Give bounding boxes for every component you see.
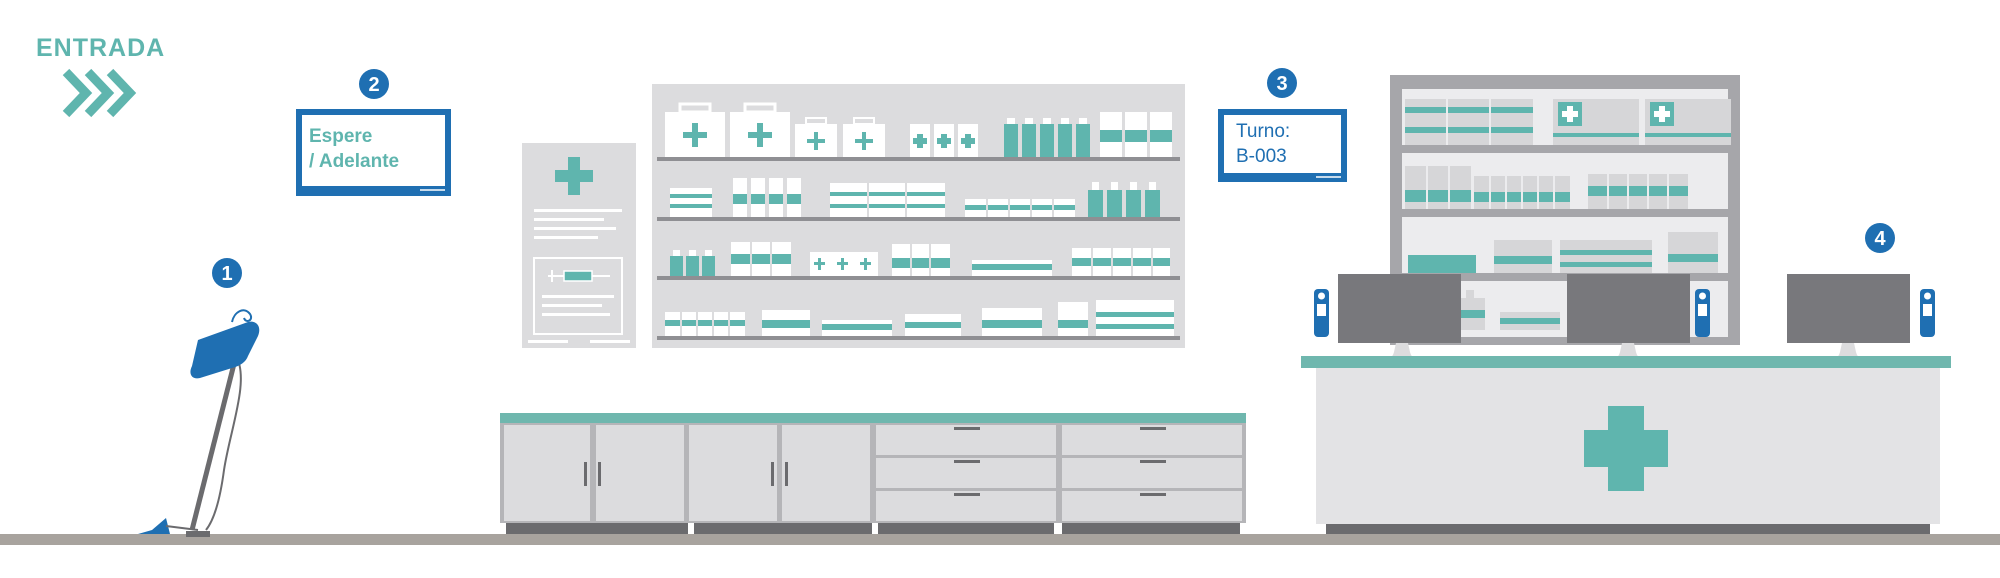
products-row3 — [670, 242, 1170, 276]
badge-4: 4 — [1865, 223, 1895, 253]
badge-3-label: 3 — [1276, 73, 1287, 95]
bottles-row1 — [1004, 118, 1090, 157]
boxes-row1 — [910, 124, 978, 157]
card-reader-right — [1920, 289, 1935, 337]
syringe-icon — [548, 270, 610, 282]
products-row2 — [670, 178, 1160, 217]
central-shelving — [652, 84, 1185, 348]
badge-4-label: 4 — [1874, 228, 1886, 250]
first-aid-kits — [665, 102, 885, 157]
turn-sign: Turno: B-003 — [1218, 109, 1347, 182]
monitor-right — [1787, 274, 1910, 364]
badge-2-label: 2 — [368, 74, 379, 96]
products-row4 — [665, 300, 1174, 336]
wait-sign-line1: Espere — [309, 126, 372, 147]
pharmacy-cross-icon — [1584, 406, 1668, 491]
info-poster — [522, 143, 636, 348]
monitor-middle — [1567, 274, 1690, 364]
low-cabinets — [500, 413, 1246, 534]
wait-sign-line2: / Adelante — [309, 151, 399, 172]
tall-boxes-row1 — [1100, 112, 1172, 157]
entrance-label: ENTRADA — [36, 34, 165, 62]
badge-2: 2 — [359, 69, 389, 99]
monitor-left — [1338, 274, 1461, 364]
entrance-marker: ENTRADA — [36, 34, 165, 118]
badge-1: 1 — [212, 258, 242, 288]
card-reader-middle — [1695, 289, 1710, 337]
card-reader-left — [1314, 289, 1329, 337]
ticket-kiosk — [138, 309, 260, 537]
service-counter — [1301, 356, 1951, 534]
triple-chevron-right-icon — [62, 68, 137, 118]
turn-sign-line2: B-003 — [1236, 146, 1287, 167]
badge-3: 3 — [1267, 68, 1297, 98]
wait-sign: Espere / Adelante — [296, 109, 451, 196]
floor-line — [0, 534, 2000, 545]
turn-sign-line1: Turno: — [1236, 121, 1290, 142]
badge-1-label: 1 — [221, 263, 232, 285]
